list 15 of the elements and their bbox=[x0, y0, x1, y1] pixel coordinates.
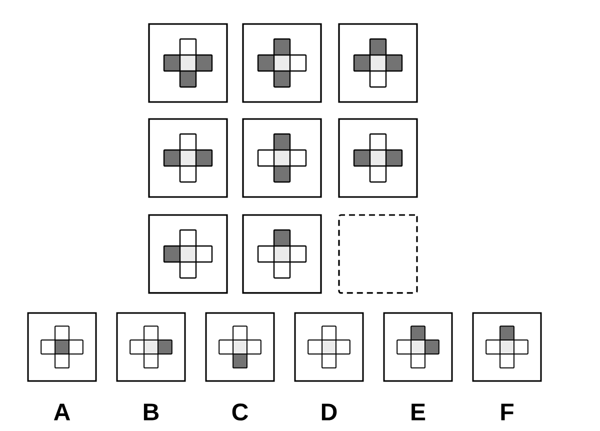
puzzle-box bbox=[148, 23, 228, 103]
puzzle-box bbox=[242, 214, 322, 294]
puzzle-box bbox=[242, 118, 322, 198]
empty-answer-box bbox=[338, 214, 418, 294]
option-letter: C bbox=[232, 404, 248, 420]
option-letter: E bbox=[412, 404, 426, 420]
puzzle-box bbox=[242, 23, 322, 103]
option-letter: B bbox=[144, 404, 159, 420]
puzzle-box bbox=[148, 118, 228, 198]
option-letter: A bbox=[54, 404, 70, 420]
puzzle-box bbox=[338, 23, 418, 103]
puzzle-box bbox=[338, 118, 418, 198]
option-letter: F bbox=[501, 404, 514, 420]
option-letter: D bbox=[322, 404, 337, 420]
puzzle-box bbox=[148, 214, 228, 294]
